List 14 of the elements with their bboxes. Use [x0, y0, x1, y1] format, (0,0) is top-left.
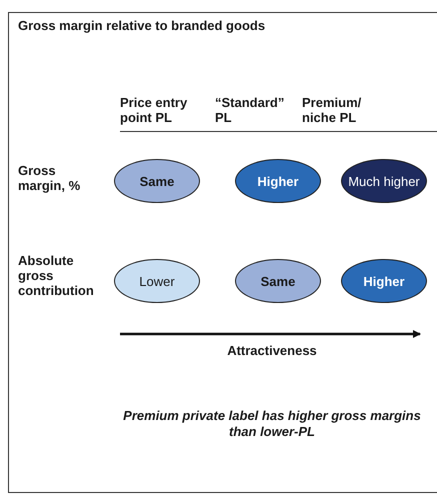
row-header: Absolute gross contribution [18, 253, 95, 298]
rating-ellipse: Same [235, 259, 321, 303]
rating-ellipse: Higher [341, 259, 427, 303]
rating-ellipse: Much higher [341, 159, 427, 203]
column-header: “Standard” PL [215, 95, 286, 125]
rating-ellipse: Higher [235, 159, 321, 203]
caption: Premium private label has higher gross margins than lower-PL [122, 408, 422, 440]
rating-ellipse: Same [114, 159, 200, 203]
column-header: Price entry point PL [120, 95, 188, 125]
column-header: Premium/ niche PL [302, 95, 362, 125]
rating-ellipse: Lower [114, 259, 200, 303]
row-header: Gross margin, % [18, 163, 82, 193]
chart-title: Gross margin relative to branded goods [18, 18, 266, 33]
axis-label: Attractiveness [226, 343, 318, 358]
